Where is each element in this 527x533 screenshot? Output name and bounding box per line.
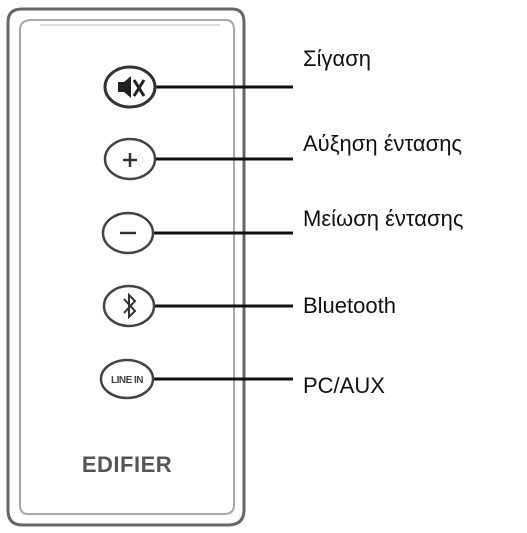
label-line-in: PC/AUX <box>303 373 385 398</box>
volume-up-button[interactable] <box>103 137 157 181</box>
bluetooth-button[interactable] <box>102 284 156 328</box>
mute-speaker-icon <box>118 76 146 98</box>
volume-down-button[interactable] <box>101 211 155 255</box>
line-in-button[interactable]: LINE IN <box>99 358 155 400</box>
mute-button[interactable] <box>103 65 157 109</box>
label-volume-down: Μείωση έντασης <box>303 206 464 231</box>
brand-logo: EDIFIER <box>82 452 172 477</box>
remote-body-inner <box>19 19 235 515</box>
plus-icon <box>123 153 137 167</box>
bluetooth-icon <box>123 292 137 320</box>
label-volume-up: Αύξηση έντασης <box>303 131 463 156</box>
label-mute: Σίγαση <box>303 46 372 71</box>
label-bluetooth: Bluetooth <box>303 293 396 318</box>
remote-body-outer <box>6 7 246 527</box>
line-in-icon: LINE IN <box>111 375 143 386</box>
